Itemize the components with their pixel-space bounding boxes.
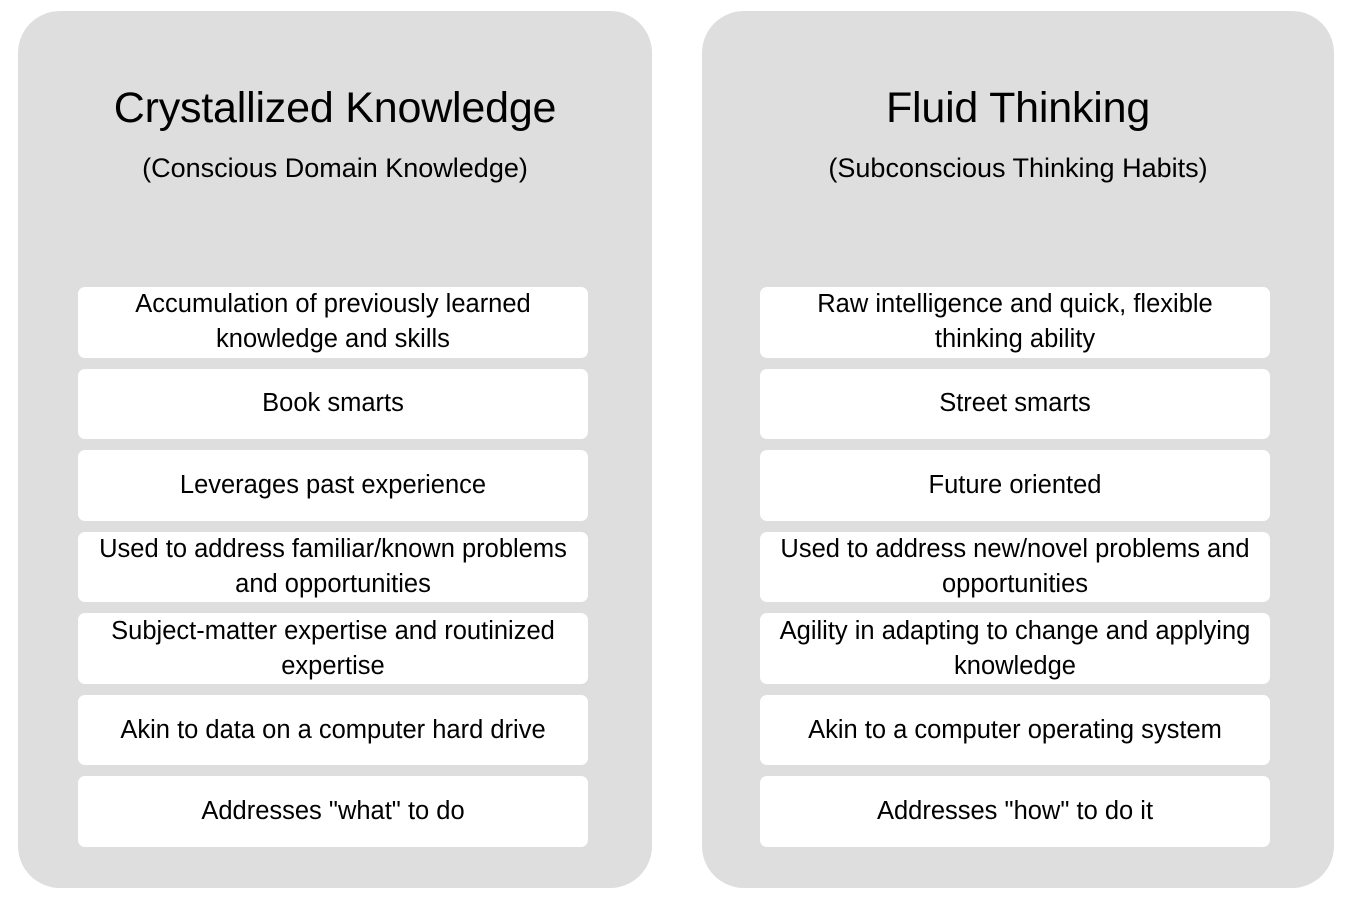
list-item-label: Akin to a computer operating system xyxy=(808,715,1222,744)
list-item: Book smarts xyxy=(78,368,588,440)
list-item: Addresses "how" to do it xyxy=(760,776,1270,848)
list-item-label: Accumulation of previously learned knowl… xyxy=(135,290,531,354)
list-item: Raw intelligence and quick, flexible thi… xyxy=(760,287,1270,358)
list-item: Subject-matter expertise and routinized … xyxy=(78,613,588,684)
list-item-label: Addresses "how" to do it xyxy=(876,797,1154,826)
list-item-label: Street smarts xyxy=(939,389,1091,418)
card-list-fluid-thinking: Raw intelligence and quick, flexible thi… xyxy=(760,287,1270,848)
panel-fluid-thinking: Fluid Thinking (Subconscious Thinking Ha… xyxy=(702,11,1334,888)
list-item: Akin to data on a computer hard drive xyxy=(78,694,588,766)
panel-header-crystallized-knowledge: Crystallized Knowledge (Conscious Domain… xyxy=(18,83,652,184)
list-item-label: Subject-matter expertise and routinized … xyxy=(111,616,555,680)
list-item: Street smarts xyxy=(760,368,1270,440)
panel-header-fluid-thinking: Fluid Thinking (Subconscious Thinking Ha… xyxy=(702,83,1334,184)
list-item-label: Addresses "what" to do xyxy=(201,797,465,826)
list-item-label: Agility in adapting to change and applyi… xyxy=(779,616,1251,680)
panel-subtitle-crystallized-knowledge: (Conscious Domain Knowledge) xyxy=(142,153,528,183)
list-item-label: Akin to data on a computer hard drive xyxy=(120,715,546,744)
list-item: Agility in adapting to change and applyi… xyxy=(760,613,1270,684)
list-item: Used to address new/novel problems and o… xyxy=(760,531,1270,603)
panel-title-fluid-thinking: Fluid Thinking xyxy=(885,84,1151,132)
panel-subtitle-fluid-thinking: (Subconscious Thinking Habits) xyxy=(828,153,1208,183)
list-item: Akin to a computer operating system xyxy=(760,694,1270,766)
list-item-label: Raw intelligence and quick, flexible thi… xyxy=(817,290,1213,354)
list-item-label: Used to address new/novel problems and o… xyxy=(780,535,1250,599)
list-item: Addresses "what" to do xyxy=(78,776,588,848)
list-item: Accumulation of previously learned knowl… xyxy=(78,287,588,358)
list-item: Future oriented xyxy=(760,450,1270,521)
panel-crystallized-knowledge: Crystallized Knowledge (Conscious Domain… xyxy=(18,11,652,888)
list-item: Leverages past experience xyxy=(78,450,588,521)
list-item-label: Leverages past experience xyxy=(179,470,487,499)
list-item-label: Book smarts xyxy=(262,389,404,418)
list-item-label: Used to address familiar/known problems … xyxy=(99,535,567,599)
list-item: Used to address familiar/known problems … xyxy=(78,531,588,603)
panel-title-crystallized-knowledge: Crystallized Knowledge xyxy=(113,84,557,132)
card-list-crystallized-knowledge: Accumulation of previously learned knowl… xyxy=(78,287,588,848)
list-item-label: Future oriented xyxy=(928,470,1102,499)
